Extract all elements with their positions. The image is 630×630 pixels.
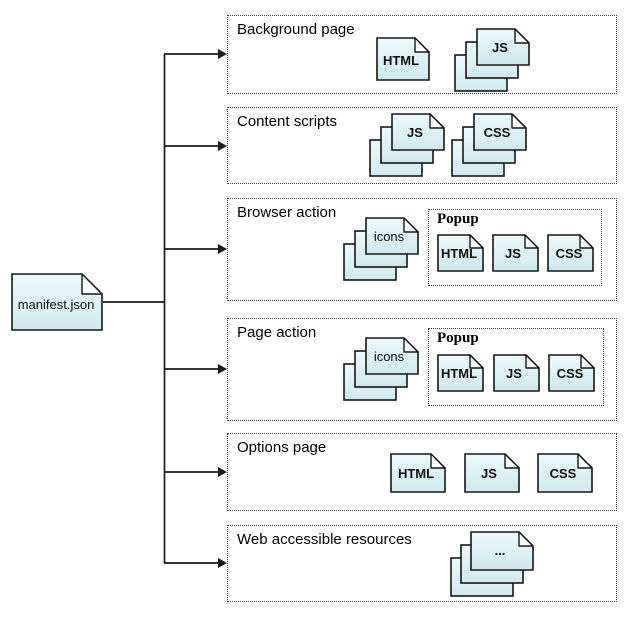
js-stack-label: JS (492, 40, 508, 55)
css-file-label: CSS (550, 466, 577, 481)
popup-css-label: CSS (556, 246, 583, 261)
popup-css-label: CSS (557, 366, 584, 381)
css-file-icon: CSS (537, 453, 593, 493)
popup-html-file-icon: HTML (437, 234, 484, 272)
popup-js-label: JS (506, 366, 522, 381)
popup-js-file-icon: JS (493, 354, 540, 392)
css-file-stack-icon: CSS (451, 113, 527, 177)
box-browser-action: Browser action icons Popup HTML JS CSS (227, 198, 617, 301)
box-background-page: Background page HTML JS (227, 15, 617, 94)
popup-js-file-icon: JS (492, 234, 539, 272)
html-file-icon: HTML (376, 37, 430, 81)
icons-file-stack-icon: icons (343, 217, 419, 281)
background-page-label: Background page (237, 21, 355, 38)
popup-html-label: HTML (441, 366, 477, 381)
html-file-label: HTML (398, 466, 434, 481)
js-stack-label: JS (407, 125, 423, 140)
content-scripts-label: Content scripts (237, 113, 338, 130)
html-file-icon: HTML (390, 453, 446, 493)
manifest-file-icon: manifest.json (11, 273, 103, 331)
resources-file-stack-icon: ... (450, 531, 534, 597)
popup-js-label: JS (505, 246, 521, 261)
css-stack-label: CSS (484, 125, 511, 140)
arrow-page-action (164, 364, 227, 374)
options-page-label: Options page (237, 439, 327, 456)
popup-html-label: HTML (441, 246, 477, 261)
popup-css-file-icon: CSS (547, 234, 594, 272)
js-file-icon: JS (464, 453, 520, 493)
arrow-content-scripts (164, 141, 227, 151)
js-file-stack-icon: JS (369, 113, 445, 177)
popup-label: Popup (437, 211, 479, 227)
popup-label: Popup (437, 330, 479, 346)
page-action-label: Page action (237, 324, 317, 341)
arrow-background-page (164, 49, 227, 59)
box-web-accessible-resources: Web accessible resources ... (227, 525, 617, 602)
box-page-action: Page action icons Popup HTML JS CSS (227, 318, 617, 421)
box-content-scripts: Content scripts JS CSS (227, 107, 617, 184)
box-options-page: Options page HTML JS CSS (227, 433, 617, 511)
icons-stack-label: icons (374, 229, 405, 244)
browser-action-label: Browser action (237, 204, 337, 221)
html-file-label: HTML (383, 53, 419, 68)
popup-html-file-icon: HTML (437, 354, 484, 392)
browser-action-popup-box: Popup HTML JS CSS (428, 209, 602, 286)
popup-css-file-icon: CSS (548, 354, 595, 392)
icons-stack-label: icons (374, 349, 405, 364)
js-file-stack-icon: JS (454, 28, 530, 92)
js-file-label: JS (481, 466, 497, 481)
manifest-label: manifest.json (18, 297, 95, 312)
resources-stack-label: ... (495, 543, 506, 558)
icons-file-stack-icon: icons (343, 337, 419, 401)
arrow-web-accessible (164, 558, 227, 568)
arrow-browser-action (164, 244, 227, 254)
page-action-popup-box: Popup HTML JS CSS (428, 328, 604, 406)
web-accessible-resources-label: Web accessible resources (237, 531, 412, 548)
arrow-options-page (164, 467, 227, 477)
